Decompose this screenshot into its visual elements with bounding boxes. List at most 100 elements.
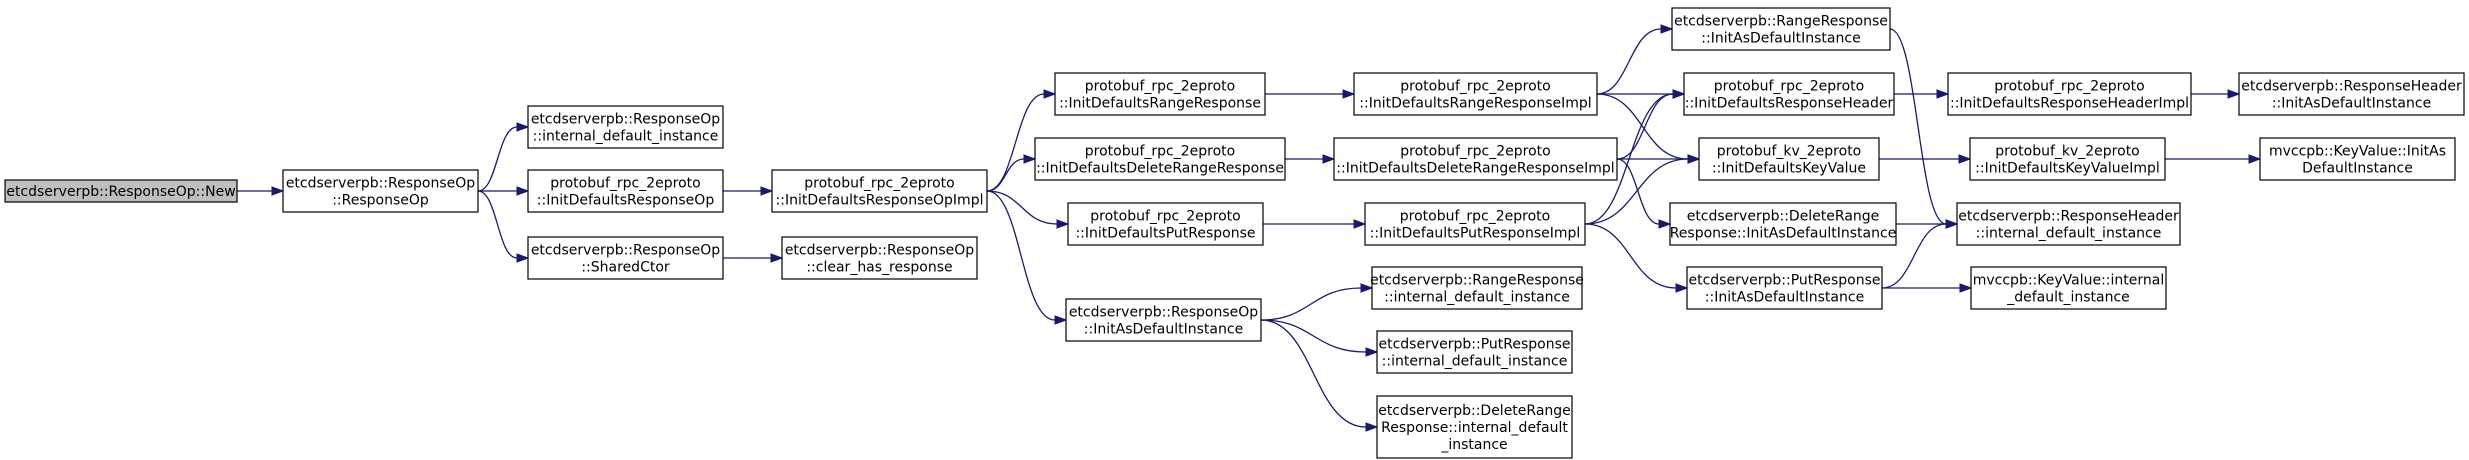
graph-node[interactable]: etcdserverpb::ResponseOp::New — [4, 179, 238, 203]
graph-edge — [477, 122, 530, 192]
graph-node-box — [1698, 137, 1880, 181]
graph-node[interactable]: protobuf_rpc_2eproto::InitDefaultsRespon… — [1683, 72, 1895, 116]
graph-node[interactable]: protobuf_rpc_2eproto::InitDefaultsRespon… — [1947, 72, 2192, 116]
graph-node-label: Response::internal_default — [1381, 420, 1568, 436]
graph-node[interactable]: etcdserverpb::ResponseOp::InitAsDefaultI… — [1065, 298, 1262, 342]
graph-node[interactable]: protobuf_rpc_2eproto::InitDefaultsDelete… — [1333, 137, 1618, 181]
graph-node-box — [1034, 137, 1286, 181]
graph-node-label: ::InitDefaultsRangeResponseImpl — [1359, 95, 1591, 111]
graph-edge — [1584, 89, 1686, 225]
graph-node[interactable]: etcdserverpb::ResponseOp::clear_has_resp… — [781, 236, 978, 280]
graph-node-label: etcdserverpb::ResponseOp::New — [6, 184, 235, 200]
graph-node-label: ::InitAsDefaultInstance — [1084, 321, 1243, 337]
graph-edge — [1285, 154, 1336, 164]
graph-node-label: etcdserverpb::DeleteRange — [1378, 403, 1571, 419]
graph-edge — [2191, 89, 2241, 99]
graph-node-label: _default_instance — [2006, 289, 2130, 305]
graph-node-label: protobuf_rpc_2eproto — [1400, 143, 1550, 159]
graph-node-box — [1333, 137, 1618, 181]
graph-edge-line — [1596, 28, 1662, 95]
graph-edge — [1596, 24, 1674, 95]
graph-node[interactable]: etcdserverpb::PutResponse::InitAsDefault… — [1686, 266, 1883, 310]
graph-edge — [1889, 28, 1959, 229]
graph-node-label: Response::InitAsDefaultInstance — [1670, 225, 1897, 241]
graph-node[interactable]: etcdserverpb::ResponseOp::ResponseOp — [282, 169, 479, 213]
graph-edge-line — [1584, 93, 1674, 225]
graph-node-label: protobuf_rpc_2eproto — [1714, 78, 1864, 94]
graph-node-box — [1065, 298, 1262, 342]
arrowhead-icon — [1687, 154, 1701, 164]
graph-node[interactable]: etcdserverpb::RangeResponse::InitAsDefau… — [1671, 7, 1891, 51]
graph-node-label: protobuf_rpc_2eproto — [1085, 78, 1235, 94]
graph-node-label: etcdserverpb::ResponseHeader — [1958, 208, 2179, 224]
graph-node-label: protobuf_kv_2eproto — [1995, 143, 2140, 159]
graph-node-box — [1364, 202, 1586, 246]
graph-node-label: etcdserverpb::PutResponse — [1688, 272, 1880, 288]
graph-edge — [986, 154, 1037, 192]
graph-node-label: ::internal_default_instance — [1384, 289, 1570, 305]
graph-node[interactable]: protobuf_kv_2eproto::InitDefaultsKeyValu… — [1698, 137, 1880, 181]
arrowhead-icon — [2227, 89, 2241, 99]
graph-node-label: ::InitDefaultsRangeResponse — [1059, 95, 1261, 111]
graph-node[interactable]: etcdserverpb::PutResponse::internal_defa… — [1376, 330, 1573, 374]
arrowhead-icon — [1365, 347, 1379, 357]
graph-node-box — [282, 169, 479, 213]
graph-node-label: ::internal_default_instance — [533, 128, 719, 144]
graph-node-box — [2238, 72, 2465, 116]
graph-node[interactable]: protobuf_rpc_2eproto::InitDefaultsPutRes… — [1067, 202, 1264, 246]
arrowhead-icon — [760, 186, 774, 196]
graph-edge-line — [1260, 287, 1362, 321]
graph-node[interactable]: protobuf_rpc_2eproto::InitDefaultsRespon… — [527, 169, 724, 213]
graph-edge — [1882, 283, 1973, 293]
graph-node-box — [1376, 330, 1573, 374]
graph-edge — [986, 89, 1057, 192]
graph-node[interactable]: etcdserverpb::DeleteRangeResponse::InitA… — [1669, 202, 1897, 246]
graph-node[interactable]: protobuf_rpc_2eproto::InitDefaultsPutRes… — [1364, 202, 1586, 246]
graph-node-label: etcdserverpb::ResponseOp — [286, 175, 475, 191]
graph-node[interactable]: protobuf_rpc_2eproto::InitDefaultsRangeR… — [1054, 72, 1266, 116]
graph-node[interactable]: protobuf_rpc_2eproto::InitDefaultsDelete… — [1034, 137, 1286, 181]
graph-node[interactable]: etcdserverpb::RangeResponse::internal_de… — [1370, 266, 1584, 310]
arrowhead-icon — [1360, 283, 1374, 293]
arrowhead-icon — [1353, 219, 1367, 229]
graph-node-label: ::InitDefaultsResponseOpImpl — [776, 192, 984, 208]
arrowhead-icon — [1322, 154, 1336, 164]
graph-node-label: protobuf_rpc_2eproto — [804, 175, 954, 191]
graph-node[interactable]: etcdserverpb::ResponseOp::SharedCtor — [527, 236, 724, 280]
arrowhead-icon — [1658, 219, 1672, 229]
graph-node[interactable]: protobuf_rpc_2eproto::InitDefaultsRespon… — [771, 169, 988, 213]
graph-node-label: ::InitDefaultsResponseHeaderImpl — [1950, 95, 2189, 111]
graph-edge — [1584, 154, 1701, 225]
graph-node[interactable]: etcdserverpb::DeleteRangeResponse::inter… — [1376, 395, 1573, 459]
graph-node[interactable]: mvccpb::KeyValue::InitAsDefaultInstance — [2259, 137, 2456, 181]
graph-node-label: ::InitDefaultsPutResponse — [1075, 225, 1255, 241]
graph-node-box — [1956, 202, 2181, 246]
graph-node-box — [781, 236, 978, 280]
graph-node-box — [2259, 137, 2456, 181]
arrowhead-icon — [1959, 283, 1973, 293]
graph-node[interactable]: etcdserverpb::ResponseOp::internal_defau… — [527, 105, 724, 149]
graph-node-label: etcdserverpb::ResponseOp — [531, 242, 720, 258]
graph-node-box — [1970, 266, 2167, 310]
arrowhead-icon — [1056, 219, 1070, 229]
graph-node-label: ::clear_has_response — [806, 259, 952, 275]
graph-edge — [723, 186, 774, 196]
graph-node-label: ::InitDefaultsResponseOp — [537, 192, 715, 208]
graph-edge — [1260, 319, 1379, 357]
graph-node-box — [4, 179, 238, 203]
graph-node[interactable]: protobuf_kv_2eproto::InitDefaultsKeyValu… — [1969, 137, 2166, 181]
graph-node-label: etcdserverpb::DeleteRange — [1687, 208, 1880, 224]
graph-node[interactable]: etcdserverpb::ResponseHeader::InitAsDefa… — [2238, 72, 2465, 116]
graph-edge — [478, 186, 530, 196]
graph-edge-line — [1596, 93, 1689, 160]
graph-edge — [1260, 319, 1379, 432]
graph-node[interactable]: mvccpb::KeyValue::internal_default_insta… — [1970, 266, 2167, 310]
graph-node-box — [1067, 202, 1264, 246]
graph-node-label: ::SharedCtor — [581, 259, 670, 275]
graph-node-label: protobuf_rpc_2eproto — [1994, 78, 2144, 94]
graph-node[interactable]: protobuf_rpc_2eproto::InitDefaultsRangeR… — [1353, 72, 1598, 116]
arrowhead-icon — [1672, 89, 1686, 99]
graph-node[interactable]: etcdserverpb::ResponseHeader::internal_d… — [1956, 202, 2181, 246]
graph-node-label: etcdserverpb::PutResponse — [1378, 336, 1570, 352]
arrowhead-icon — [516, 186, 530, 196]
